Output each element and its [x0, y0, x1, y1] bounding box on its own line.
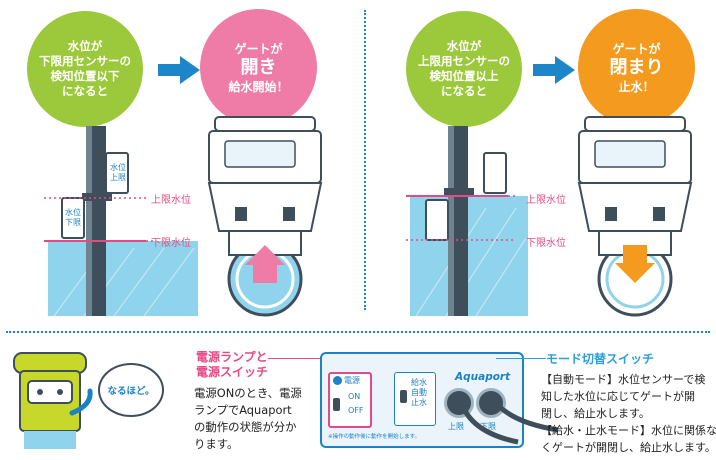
lower-port-label: 下限 [480, 422, 496, 431]
upper-level-label: 上限水位 [526, 195, 566, 206]
arrow-right-icon [533, 56, 575, 84]
power-lamp-icon [333, 376, 342, 385]
mode-section-heading: モード切替スイッチ [546, 352, 655, 366]
sensor-cables [457, 396, 559, 445]
arrow-right-icon [158, 56, 200, 84]
mode-line: くゲートが開閉し、給止水します。 [541, 441, 716, 454]
condition-text: 水位が 上限用センサーの 検知位置以上 になると [418, 39, 510, 98]
brand-label: Aquaport [455, 371, 511, 383]
condition-bubble-close: 水位が 上限用センサーの 検知位置以上 になると [406, 11, 522, 127]
lower-level-label: 下限水位 [526, 238, 566, 249]
lower-level-label: 下限水位 [151, 238, 191, 249]
speech-text: なるほど。 [107, 386, 155, 397]
water-tank-illustration-open [44, 126, 198, 317]
horizontal-divider [6, 331, 710, 333]
condition-bubble-open: 水位が 下限用センサーの 検知位置以下 になると [27, 11, 143, 127]
result-line1: ゲートが [234, 41, 283, 56]
mascot-speech-bubble: なるほど。 [98, 363, 164, 417]
gate-machine-open [207, 116, 323, 317]
mode-leader-line [496, 358, 546, 359]
result-line3: 止水！ [618, 79, 655, 94]
mode-labels: 給水 自動 止水 [411, 378, 427, 407]
mode-line: 【給水・止水モード】水位に関係な [541, 424, 716, 437]
condition-text: 水位が 下限用センサーの 検知位置以下 になると [39, 39, 131, 98]
mode-line: 閉し、給止水します。 [541, 407, 650, 420]
result-main: 閉まり [609, 56, 664, 78]
result-bubble-close: ゲートが 閉まり 止水！ [578, 9, 695, 126]
mode-switch-toggle[interactable] [400, 390, 407, 403]
vertical-divider [364, 10, 366, 310]
result-bubble-open: ゲートが 開き 給水開始！ [200, 9, 317, 126]
power-section-heading: 電源ランプと 電源スイッチ [196, 350, 269, 379]
gate-machine-close [577, 116, 693, 317]
mode-line: 【自動モード】水位センサーで検 [541, 373, 706, 386]
power-lamp-label: 電源 [344, 376, 360, 385]
mascot-illustration [13, 352, 93, 449]
upper-port-label: 上限 [448, 422, 464, 431]
panel-footnote: ※操作の動作後に動作を開始します。 [328, 434, 421, 440]
water-tank-illustration-close [406, 126, 528, 317]
result-line3: 給水開始！ [228, 79, 289, 94]
result-line1: ゲートが [612, 41, 661, 56]
mode-line: 知した水位に応じてゲートが開 [541, 390, 695, 403]
upper-level-label: 上限水位 [151, 195, 191, 206]
sensor-label-upper: 水位 上限 [110, 163, 126, 182]
power-off-label: OFF [348, 406, 364, 415]
power-switch-toggle[interactable] [333, 398, 340, 411]
lower-sensor-port [476, 388, 506, 418]
power-section-body: 電源ONのとき、電源 ランプでAquaport の動作の状態が分か ります。 [194, 386, 302, 451]
sensor-label-lower: 水位 下限 [65, 208, 81, 227]
power-leader-line [268, 358, 332, 359]
power-on-label: ON [348, 392, 361, 401]
control-panel: 電源 ON OFF 給水 自動 止水 Aquaport 上限 下限 ※操作の動作… [320, 352, 524, 448]
mode-section-body: 【自動モード】水位センサーで検 知した水位に応じてゲートが開 閉し、給止水します… [541, 371, 716, 456]
result-main: 開き [240, 56, 277, 78]
